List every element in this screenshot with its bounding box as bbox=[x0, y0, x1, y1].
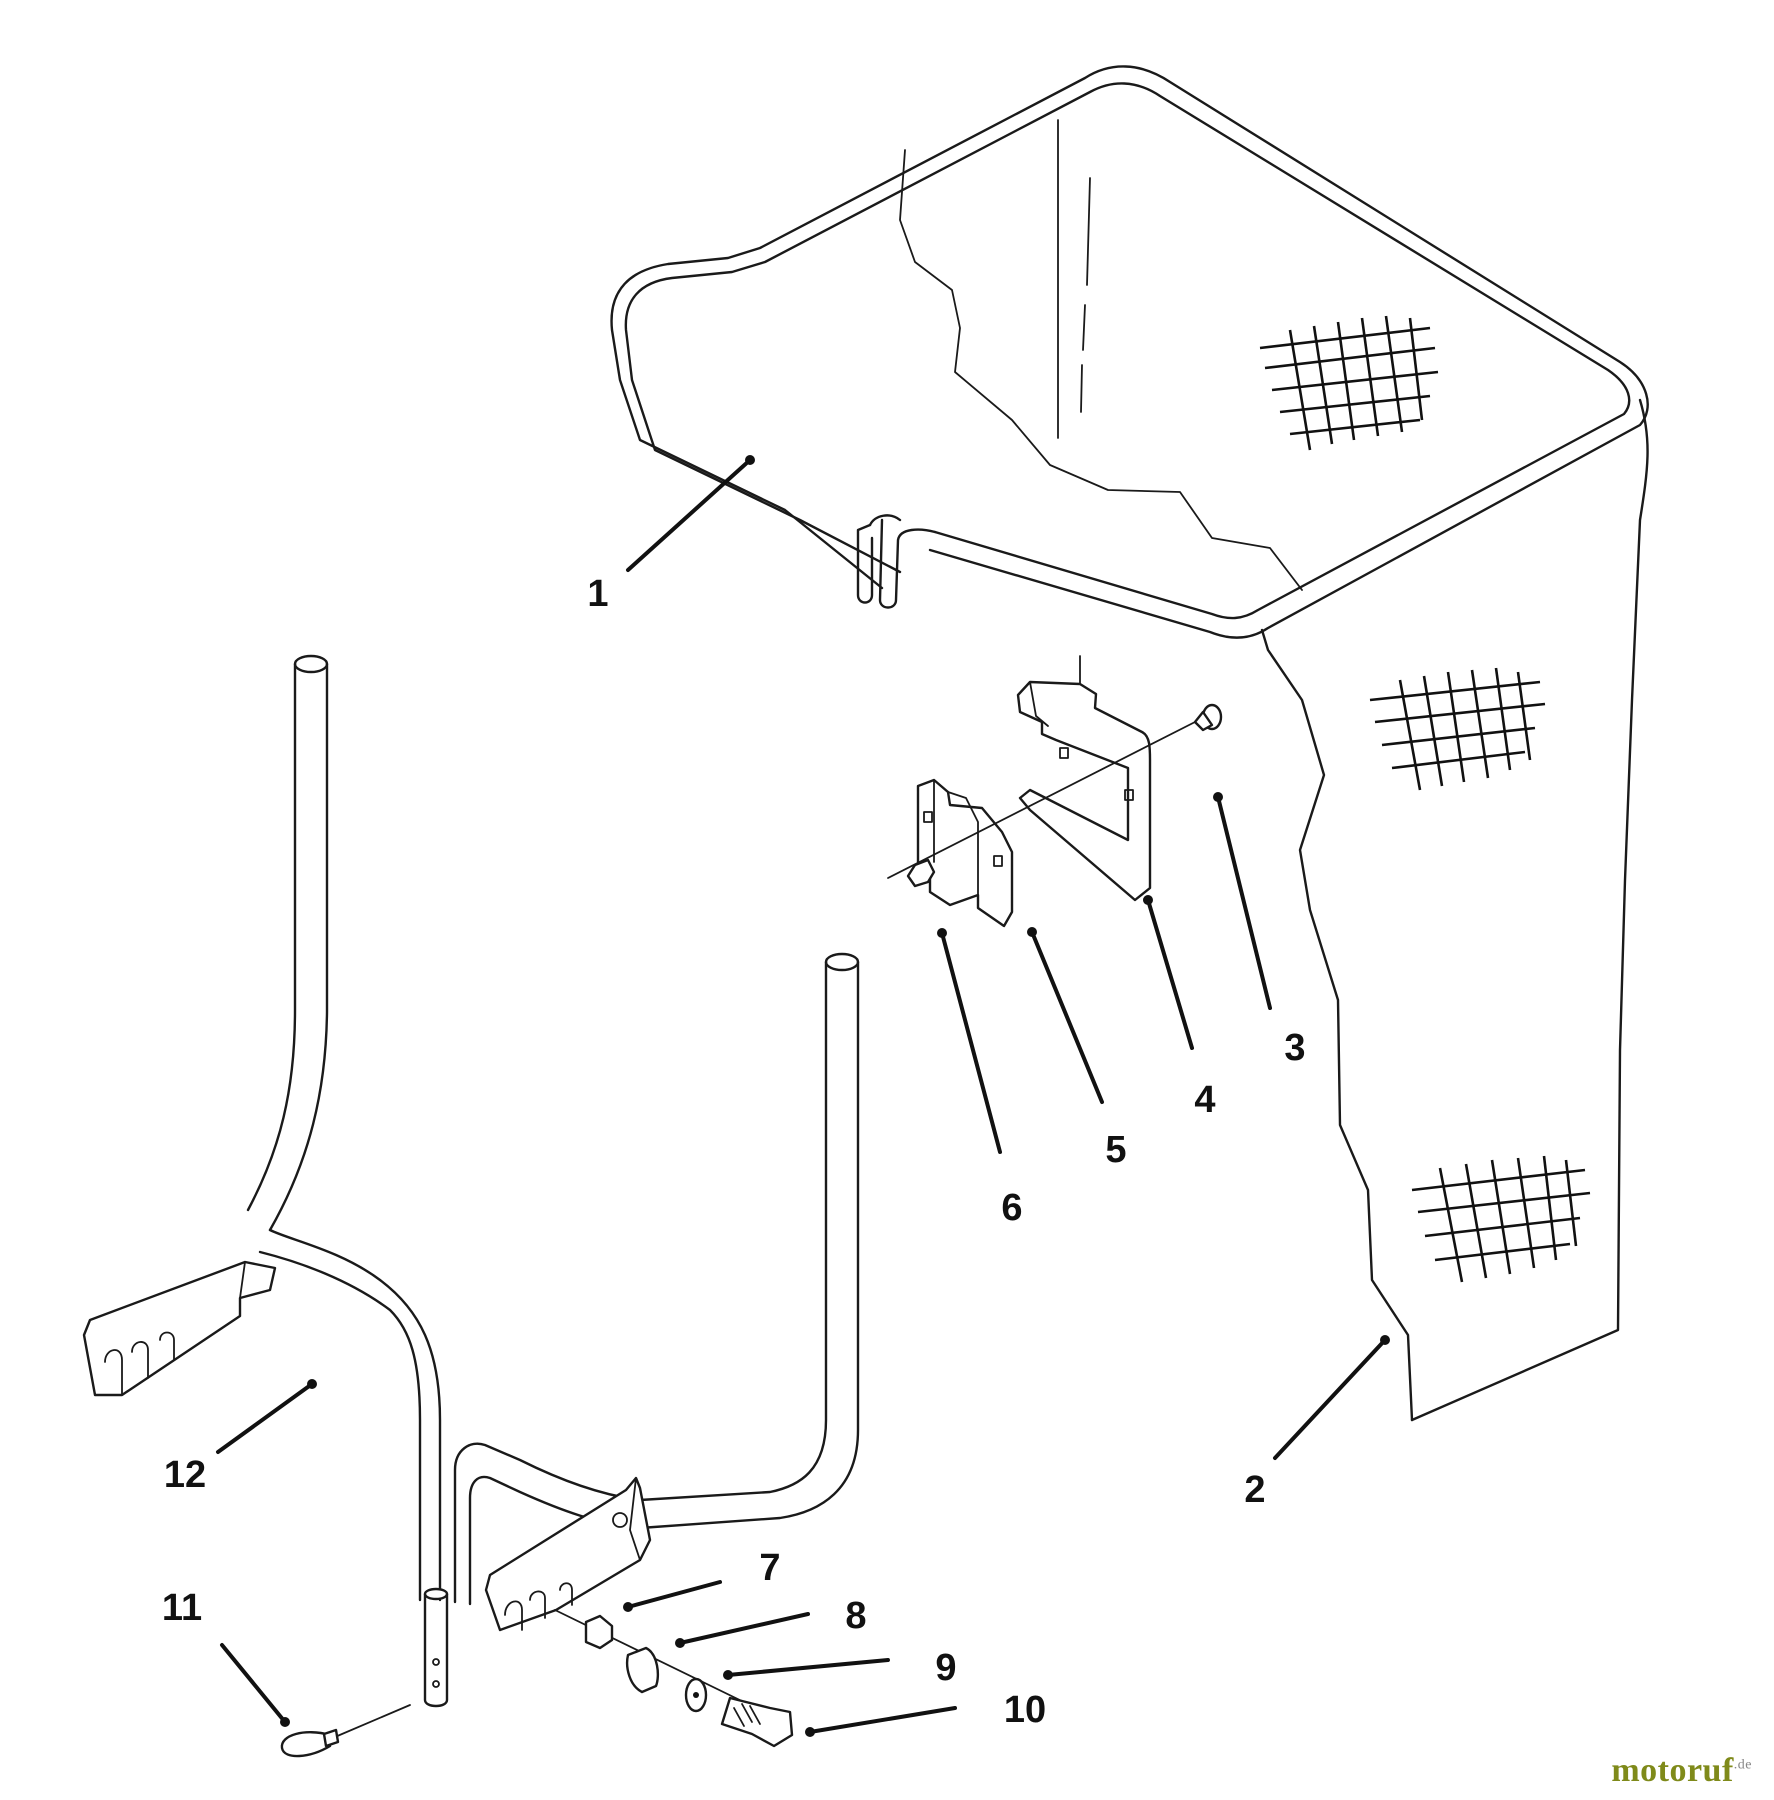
callout-6: 6 bbox=[1001, 1187, 1022, 1229]
leader-lines bbox=[216, 455, 1390, 1737]
hairpin-cotter bbox=[280, 1704, 411, 1758]
watermark-text: motoruf bbox=[1611, 1752, 1734, 1789]
bolt-rod bbox=[887, 703, 1223, 888]
mesh-patch-top bbox=[1259, 315, 1439, 451]
mesh-patch-bottom bbox=[1411, 1155, 1591, 1283]
hardware-stack bbox=[554, 1609, 794, 1748]
callout-8: 8 bbox=[845, 1595, 866, 1637]
latch-plate bbox=[916, 778, 1014, 928]
watermark-logo: motoruf.de bbox=[1611, 1752, 1752, 1790]
callout-7: 7 bbox=[759, 1547, 780, 1589]
mesh-patch-middle bbox=[1369, 667, 1546, 791]
callout-11: 11 bbox=[162, 1587, 202, 1629]
callout-1: 1 bbox=[587, 573, 608, 615]
callout-10: 10 bbox=[1004, 1689, 1046, 1731]
mounting-bracket bbox=[82, 654, 860, 1708]
callout-9: 9 bbox=[935, 1647, 956, 1689]
callout-12: 12 bbox=[164, 1454, 206, 1496]
callout-3: 3 bbox=[1284, 1027, 1305, 1069]
callout-4: 4 bbox=[1194, 1079, 1215, 1121]
callout-5: 5 bbox=[1105, 1129, 1126, 1171]
watermark-suffix: .de bbox=[1733, 1757, 1752, 1773]
grass-bag bbox=[899, 119, 1649, 1422]
callout-2: 2 bbox=[1244, 1469, 1265, 1511]
latch-bracket bbox=[1016, 655, 1152, 902]
bag-frame bbox=[610, 65, 1649, 639]
callout-labels: 1 2 3 4 5 6 7 8 9 10 11 12 bbox=[162, 573, 1306, 1731]
